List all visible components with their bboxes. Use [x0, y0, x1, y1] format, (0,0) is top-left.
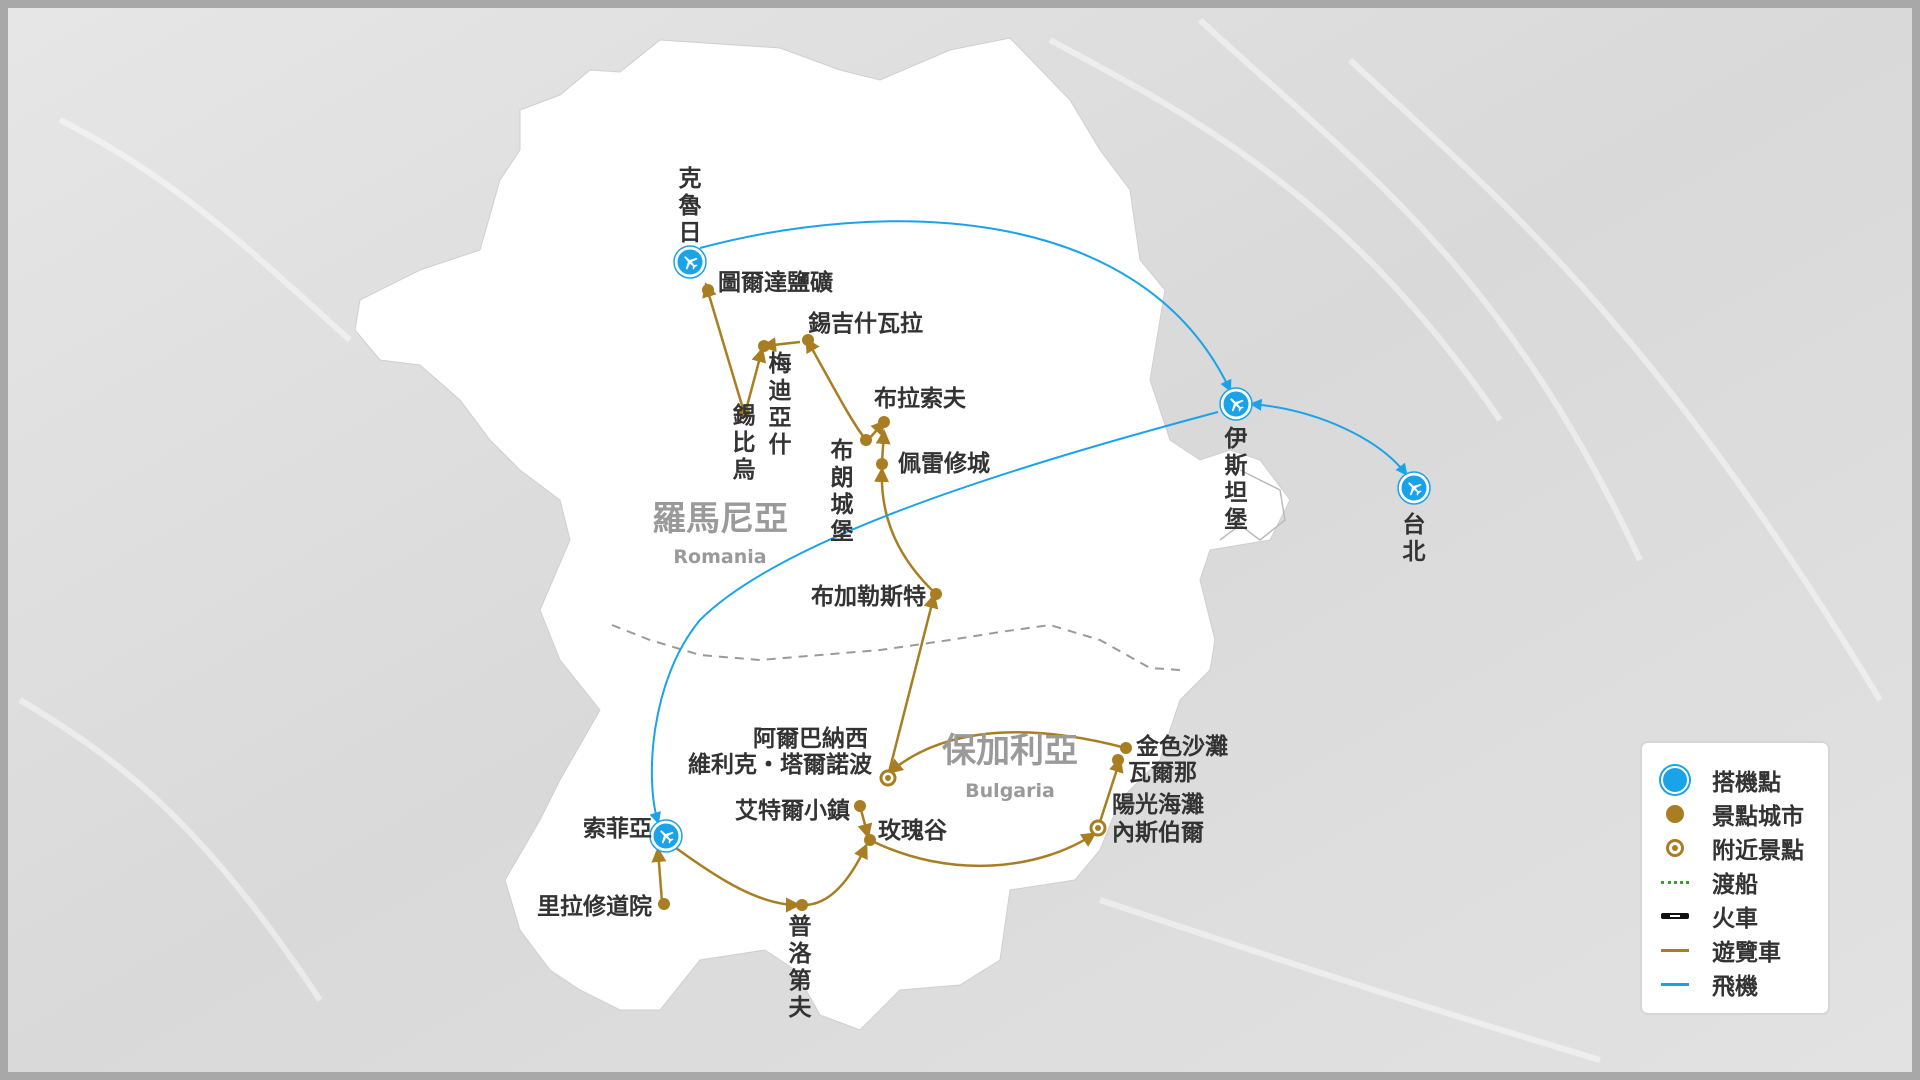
route-map: 羅馬尼亞 Romania 保加利亞 Bulgaria 圖爾達鹽礦 錫吉什瓦拉 布… [8, 8, 1912, 1072]
nearby-ring-center [885, 775, 891, 781]
label-nessebar-line2: 內斯伯爾 [1112, 819, 1204, 846]
country-name-romania: 羅馬尼亞 [652, 499, 788, 539]
label-veliko-line2: 維利克・塔爾諾波 [688, 751, 873, 778]
marble-texture [18, 17, 1883, 1063]
airport-taipei[interactable] [1397, 471, 1431, 505]
label-rila: 里拉修道院 [537, 893, 652, 920]
nearby-markers [879, 769, 1107, 837]
city-dot[interactable] [864, 834, 876, 846]
country-name-en-bulgaria: Bulgaria [965, 780, 1055, 802]
legend-item-ferry: 渡船 [1660, 865, 1828, 899]
black-sea-coast-detail [1219, 469, 1286, 541]
flight-cluj-istanbul [699, 220, 1232, 393]
city-dot[interactable] [658, 898, 670, 910]
label-veliko-line1: 阿爾巴納西 [753, 725, 868, 752]
route-segment [761, 337, 801, 353]
airport-icon [1660, 765, 1690, 795]
route-segment [651, 847, 667, 903]
airport-istanbul[interactable] [1219, 387, 1253, 421]
legend-item-plane: 飛機 [1660, 967, 1828, 1001]
city-dot[interactable] [1120, 742, 1132, 754]
legend-item-bus: 遊覽車 [1660, 933, 1828, 967]
ferry-line-icon [1660, 867, 1690, 897]
nearby-ring-center [1095, 825, 1101, 831]
label-bran: 布朗城堡 [831, 437, 854, 545]
land-romania-bulgaria [354, 37, 1291, 1031]
nearby-ring-icon [1660, 833, 1690, 863]
city-dot[interactable] [758, 340, 770, 352]
legend-item-train: 火車 [1660, 899, 1828, 933]
route-segment [702, 282, 746, 413]
label-medias: 梅迪亞什 [769, 350, 792, 458]
label-istanbul: 伊斯坦堡 [1224, 425, 1248, 533]
legend-label: 渡船 [1712, 872, 1758, 898]
label-peles: 佩雷修城 [898, 450, 990, 477]
city-dot[interactable] [860, 434, 872, 446]
city-labels: 圖爾達鹽礦 錫吉什瓦拉 布拉索夫 佩雷修城 布加勒斯特 阿爾巴納西 維利克・塔爾… [537, 269, 1228, 920]
train-line-icon [1660, 901, 1690, 931]
country-name-en-romania: Romania [673, 546, 766, 568]
label-sighisoara: 錫吉什瓦拉 [808, 310, 923, 337]
label-sofia: 索菲亞 [583, 816, 652, 842]
label-varna: 瓦爾那 [1128, 760, 1197, 786]
city-markers [658, 284, 1132, 911]
label-turda: 圖爾達鹽礦 [718, 269, 833, 296]
plane-line-icon [1660, 969, 1690, 999]
route-segment [886, 593, 939, 777]
city-dot[interactable] [1112, 754, 1124, 766]
label-golden-sands: 金色沙灘 [1135, 733, 1228, 760]
legend-label: 景點城市 [1712, 804, 1804, 830]
label-plovdiv: 普洛第夫 [789, 913, 813, 1021]
flight-istanbul-sofia [649, 411, 1219, 825]
route-segment [874, 467, 937, 595]
city-dot[interactable] [876, 458, 888, 470]
legend-item-airport: 搭機點 [1660, 763, 1828, 797]
label-taipei: 台北 [1403, 511, 1426, 565]
city-dot[interactable] [802, 334, 814, 346]
city-dot[interactable] [930, 588, 942, 600]
label-sibiu: 錫比烏 [733, 402, 756, 483]
label-nessebar-line1: 陽光海灘 [1112, 791, 1204, 818]
flight-routes [649, 220, 1408, 825]
legend-label: 附近景點 [1712, 838, 1804, 864]
route-segment [887, 730, 1127, 774]
airport-cluj[interactable] [673, 245, 707, 279]
airport-markers [649, 245, 1431, 853]
romania-bulgaria-border [611, 623, 1181, 671]
label-kazanlak: 玫瑰谷 [878, 817, 948, 844]
city-dot[interactable] [702, 284, 714, 296]
city-dot-icon [1660, 799, 1690, 829]
route-segment [675, 846, 801, 913]
label-brasov: 布拉索夫 [874, 385, 967, 412]
bus-line-icon [1660, 935, 1690, 965]
route-segment [869, 832, 1097, 868]
airport-sofia[interactable] [649, 819, 683, 853]
route-segment [744, 347, 767, 411]
route-segment [803, 843, 868, 907]
legend-item-city: 景點城市 [1660, 797, 1828, 831]
city-dot[interactable] [854, 800, 866, 812]
label-bucharest: 布加勒斯特 [811, 583, 926, 610]
route-segment [805, 337, 867, 441]
route-segment [1096, 757, 1124, 829]
legend-label: 飛機 [1712, 974, 1758, 1000]
city-dot[interactable] [796, 899, 808, 911]
label-cluj: 克魯日 [678, 165, 702, 246]
country-name-bulgaria: 保加利亞 [942, 731, 1078, 771]
city-dot[interactable] [878, 416, 890, 428]
flight-istanbul-taipei [1249, 398, 1408, 476]
route-segment [875, 429, 891, 463]
map-legend: 搭機點 景點城市 附近景點 渡船 火車 遊覽車 飛機 [1640, 741, 1830, 1015]
legend-item-nearby: 附近景點 [1660, 831, 1828, 865]
legend-label: 搭機點 [1712, 770, 1781, 796]
legend-label: 火車 [1712, 906, 1758, 932]
city-dot[interactable] [738, 406, 750, 418]
label-etara: 艾特爾小鎮 [735, 797, 850, 824]
legend-label: 遊覽車 [1712, 940, 1781, 966]
vertical-labels: 克魯日 伊斯坦堡 台北 錫比烏 梅迪亞什 布朗城堡 普洛第夫 [678, 165, 1426, 1021]
